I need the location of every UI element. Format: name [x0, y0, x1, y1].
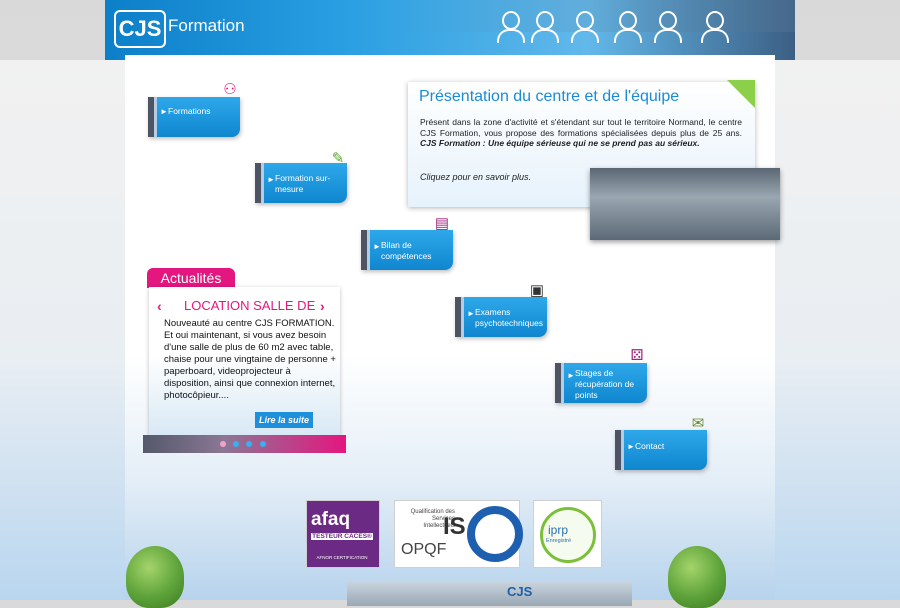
header-fade [395, 0, 795, 32]
person-icon [495, 11, 525, 43]
computer-icon: ▣ [529, 282, 545, 299]
person-icon [529, 11, 559, 43]
nav-item-bilan-competences[interactable]: ► Bilan de compétences [361, 230, 453, 270]
afaq-sub: AFNOR CERTIFICATION [316, 555, 368, 560]
opqf-name: OPQF [401, 541, 447, 558]
corner-flag [727, 80, 755, 108]
iprp-name: iprp [548, 523, 569, 537]
opqf-ring-icon [467, 506, 523, 562]
dice-icon: ⚄ [630, 347, 644, 364]
tree-decoration [668, 546, 726, 608]
pencil-icon: ✎ [331, 150, 345, 167]
person-icon [569, 11, 599, 43]
presentation-more-link[interactable]: Cliquez pour en savoir plus. [420, 172, 532, 182]
nav-label: Bilan de compétences [381, 240, 432, 261]
building-sign: CJS [507, 584, 533, 599]
news-body: Nouveauté au centre CJS FORMATION. Et ou… [164, 318, 336, 401]
afaq-name: afaq [311, 509, 351, 530]
nav-label: Contact [635, 441, 665, 451]
right-background [774, 60, 900, 600]
presentation-tagline: CJS Formation : Une équipe sérieuse qui … [420, 138, 700, 148]
left-background [0, 60, 126, 600]
nav-item-formations[interactable]: ► Formations [148, 97, 240, 137]
person-icon [699, 11, 729, 43]
news-next-arrow[interactable]: › [320, 298, 325, 314]
read-more-button[interactable]: Lire la suite [255, 412, 313, 428]
afaq-line: TESTEUR CACES® [311, 533, 373, 540]
news-slider-bar [143, 435, 346, 453]
iprp-ring-icon [540, 507, 596, 563]
news-headline[interactable]: LOCATION SALLE DE [184, 298, 316, 313]
opqf-desc: Qualification des Services Intellectuels [410, 509, 455, 529]
site-header [105, 0, 795, 60]
person-icon [612, 11, 642, 43]
presentation-body: Présent dans la zone d'activité et s'éte… [420, 117, 742, 138]
presentation-title[interactable]: Présentation du centre et de l'équipe [419, 88, 680, 105]
presentation-text: Présent dans la zone d'activité et s'éte… [420, 117, 742, 149]
news-tab: Actualités [147, 268, 235, 288]
nav-label: Formation sur-mesure [275, 173, 331, 194]
person-icon [652, 11, 682, 43]
nav-label: Formations [168, 106, 211, 116]
nav-item-examens-psychotechniques[interactable]: ► Examens psychotechniques [455, 297, 547, 337]
slide-dot[interactable] [260, 441, 266, 447]
slide-dot[interactable] [220, 441, 226, 447]
nav-item-stages-points[interactable]: ► Stages de récupération de points [555, 363, 647, 403]
logo-wordmark[interactable]: Formation [168, 16, 245, 35]
book-icon: ▤ [434, 215, 450, 232]
mail-icon: ✉ [691, 415, 705, 432]
afaq-certification-logo[interactable]: afaq TESTEUR CACES® AFNOR CERTIFICATION [306, 500, 380, 568]
nav-item-contact[interactable]: ► Contact [615, 430, 707, 470]
opqf-is: IS [443, 513, 466, 540]
slide-dot[interactable] [233, 441, 239, 447]
opqf-certification-logo[interactable]: Qualification des Services Intellectuels… [394, 500, 523, 568]
slide-dot[interactable] [246, 441, 252, 447]
team-photo[interactable] [590, 168, 780, 240]
nav-label: Examens psychotechniques [475, 307, 544, 328]
building-image: CJS [347, 582, 632, 606]
news-prev-arrow[interactable]: ‹ [157, 298, 162, 314]
cjs-logo[interactable]: CJS [114, 10, 166, 48]
iprp-certification-logo[interactable]: iprp Enregistré [533, 500, 602, 568]
iprp-sub: Enregistré [546, 538, 572, 544]
nav-label: Stages de récupération de points [575, 368, 635, 400]
nav-item-formation-sur-mesure[interactable]: ► Formation sur-mesure [255, 163, 347, 203]
tree-decoration [126, 546, 184, 608]
handshake-icon: ⚇ [223, 81, 237, 98]
